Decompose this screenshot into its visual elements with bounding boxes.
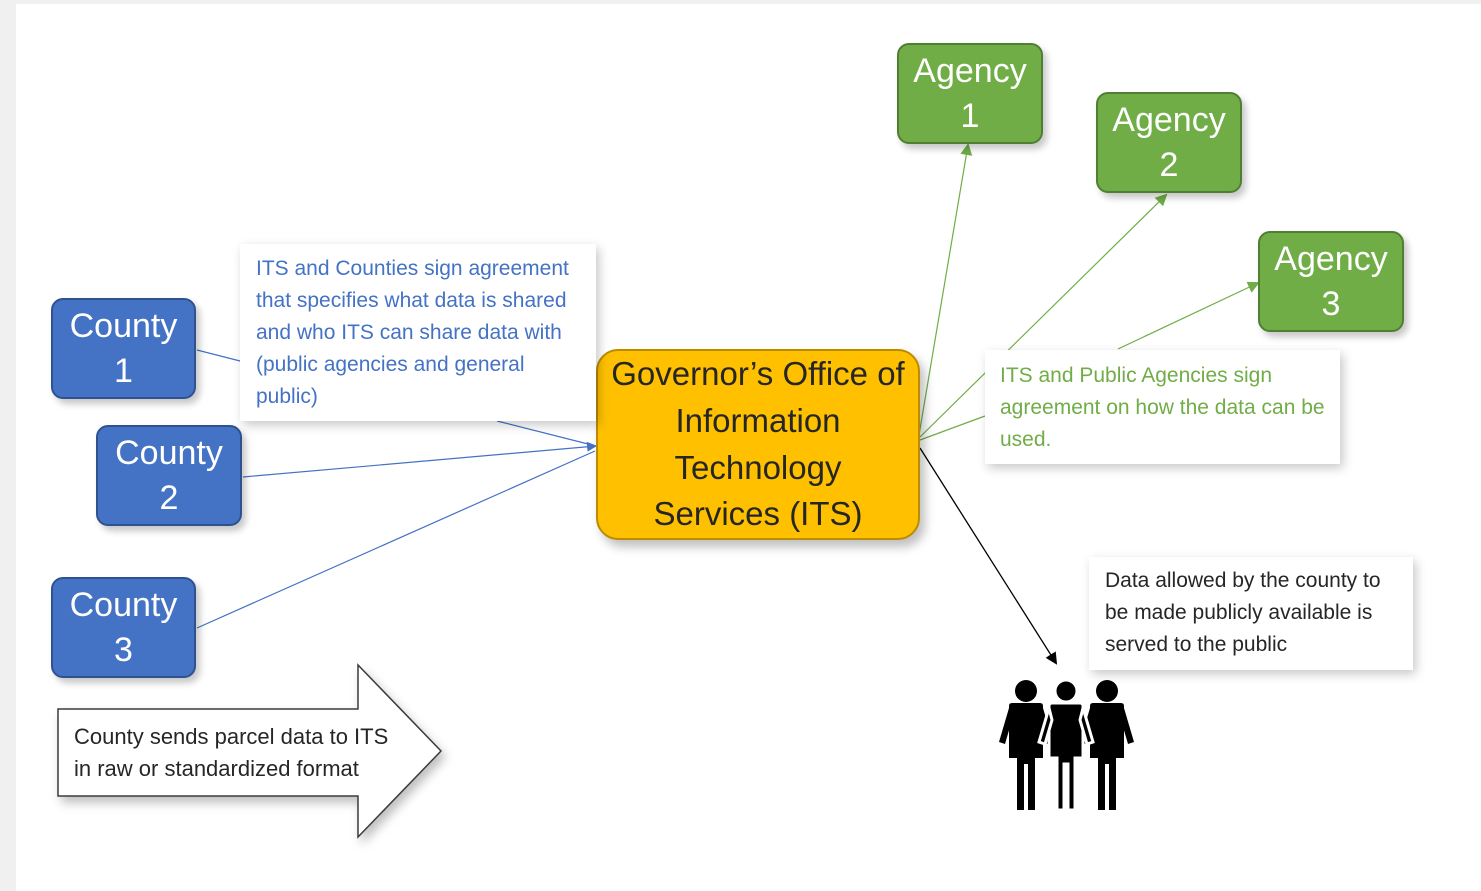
connector-county2-its <box>242 441 597 478</box>
its-line-4: Services (ITS) <box>653 495 863 533</box>
connector-note2-agency3 <box>1117 281 1260 350</box>
county-sends-arrow <box>57 663 443 839</box>
connector-its-public <box>919 447 1058 665</box>
county-agreement-text: ITS and Counties sign agreement that spe… <box>256 257 569 408</box>
public-data-text: Data allowed by the county to be made pu… <box>1105 569 1381 656</box>
county-3-name: County <box>69 585 178 624</box>
connector-county3-its <box>196 450 596 629</box>
county-3-node: County 3 <box>51 577 196 678</box>
county-sends-text: County sends parcel data to ITS in raw o… <box>74 721 394 785</box>
county-1-name: County <box>69 306 178 345</box>
county-2-node: County 2 <box>96 425 242 526</box>
agency-3-name: Agency <box>1274 239 1388 278</box>
agency-agreement-text: ITS and Public Agencies sign agreement o… <box>1000 364 1325 451</box>
county-sends-label: County sends parcel data to ITS in raw o… <box>74 724 389 781</box>
county-1-number: 1 <box>114 351 133 390</box>
connector-county1-note <box>196 349 245 363</box>
its-line-2: Information <box>675 401 841 439</box>
people-icon <box>999 678 1134 812</box>
county-1-node: County 1 <box>51 298 196 399</box>
its-node: Governor’s Office of Information Technol… <box>596 349 920 540</box>
connector-its-agency1 <box>918 143 973 436</box>
county-2-number: 2 <box>159 478 179 517</box>
its-line-1: Governor’s Office of <box>611 354 905 392</box>
agency-1-name: Agency <box>913 51 1027 90</box>
county-2-name: County <box>115 433 223 472</box>
connector-note-its <box>496 420 593 446</box>
county-3-number: 3 <box>114 630 133 669</box>
agency-1-number: 1 <box>960 96 980 135</box>
agency-3-number: 3 <box>1321 284 1341 323</box>
connector-its-note2 <box>919 415 986 441</box>
agency-3-node: Agency 3 <box>1258 231 1404 332</box>
agency-2-node: Agency 2 <box>1096 92 1242 193</box>
agency-1-node: Agency 1 <box>897 43 1043 144</box>
agency-2-name: Agency <box>1112 100 1226 139</box>
agency-agreement-note: ITS and Public Agencies sign agreement o… <box>985 350 1340 464</box>
connector-its-agency2 <box>919 193 1168 438</box>
agency-2-number: 2 <box>1159 145 1179 184</box>
county-agreement-note: ITS and Counties sign agreement that spe… <box>240 244 596 421</box>
its-line-3: Technology <box>674 448 842 486</box>
public-data-note: Data allowed by the county to be made pu… <box>1089 557 1413 670</box>
